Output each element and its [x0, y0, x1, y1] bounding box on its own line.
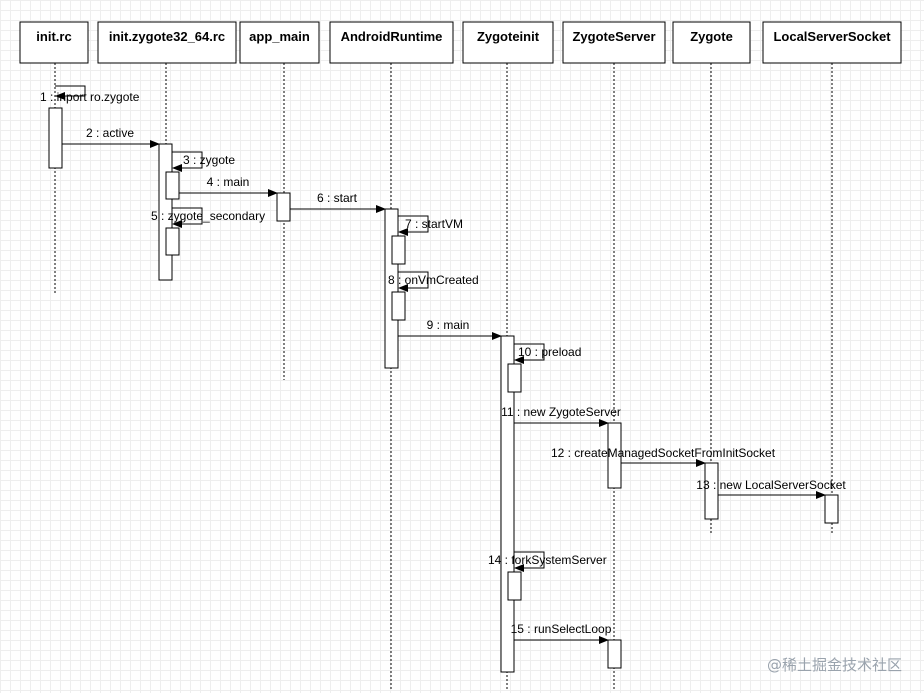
- participant-box-zygoteserver: [562, 21, 666, 64]
- message-label-6: 6 : start: [317, 191, 358, 205]
- activation-androidruntime-8: [391, 291, 406, 321]
- message-label-4: 4 : main: [207, 175, 250, 189]
- message-arrow-8: [398, 271, 429, 292]
- activation-zygoteserver-13: [607, 639, 622, 669]
- activation-localserversocket-15: [824, 494, 839, 524]
- message-label-10: 10 : preload: [518, 345, 581, 359]
- message-13: 13 : new LocalServerSocket: [696, 478, 846, 499]
- participant-label-zygoteserver: ZygoteServer: [572, 29, 655, 44]
- message-9: 9 : main: [398, 318, 502, 340]
- participant-label-app-main: app_main: [249, 29, 310, 44]
- activation-init-zygote32-64-rc-3: [165, 171, 180, 200]
- message-label-15: 15 : runSelectLoop: [511, 622, 612, 636]
- participant-label-androidruntime: AndroidRuntime: [341, 29, 443, 44]
- activation-zygote-14: [704, 462, 719, 520]
- participant-box-init-zygote32-64-rc: [97, 21, 237, 64]
- activation-app-main-5: [276, 192, 291, 222]
- message-4: 4 : main: [179, 175, 278, 197]
- message-label-9: 9 : main: [427, 318, 470, 332]
- message-14: 14 : forkSystemServer: [488, 551, 607, 572]
- message-label-5: 5 : zygote_secondary: [151, 209, 265, 223]
- message-3: 3 : zygote: [172, 151, 235, 172]
- message-label-12: 12 : createManagedSocketFromInitSocket: [551, 446, 776, 460]
- message-label-13: 13 : new LocalServerSocket: [696, 478, 846, 492]
- message-7: 7 : startVM: [398, 215, 463, 236]
- message-10: 10 : preload: [514, 343, 581, 364]
- participant-box-zygoteinit: [462, 21, 554, 64]
- participant-label-init-zygote32-64-rc: init.zygote32_64.rc: [109, 29, 225, 44]
- activation-androidruntime-7: [391, 235, 406, 265]
- message-1: 1 : inport ro.zygote: [40, 85, 140, 104]
- activation-zygoteinit-11: [507, 571, 522, 601]
- message-label-7: 7 : startVM: [405, 217, 463, 231]
- message-arrow-3: [172, 151, 203, 172]
- message-label-3: 3 : zygote: [183, 153, 235, 167]
- message-5: 5 : zygote_secondary: [151, 207, 265, 228]
- message-label-8: 8 : onVmCreated: [388, 273, 479, 287]
- watermark-text: @稀土掘金技术社区: [766, 656, 902, 674]
- activation-zygoteinit-10: [507, 363, 522, 393]
- participant-label-zygoteinit: Zygoteinit: [477, 29, 540, 44]
- participant-box-init-rc: [19, 21, 89, 64]
- message-arrow-7: [398, 215, 429, 236]
- message-arrow-10: [514, 343, 545, 364]
- participant-label-localserversocket: LocalServerSocket: [773, 29, 891, 44]
- participant-box-localserversocket: [762, 21, 902, 64]
- message-label-2: 2 : active: [86, 126, 134, 140]
- message-11: 11 : new ZygoteServer: [501, 405, 621, 427]
- message-arrow-1: [55, 85, 86, 100]
- message-12: 12 : createManagedSocketFromInitSocket: [551, 446, 776, 467]
- message-arrow-5: [172, 207, 203, 228]
- activation-init-zygote32-64-rc-4: [165, 227, 180, 256]
- activation-androidruntime-6: [384, 208, 399, 369]
- message-15: 15 : runSelectLoop: [511, 622, 612, 644]
- participant-box-zygote: [672, 21, 751, 64]
- message-arrow-14: [514, 551, 545, 572]
- participant-box-androidruntime: [329, 21, 454, 64]
- message-6: 6 : start: [290, 191, 386, 213]
- participant-label-zygote: Zygote: [690, 29, 733, 44]
- activation-zygoteserver-12: [607, 422, 622, 489]
- participant-box-app-main: [239, 21, 320, 64]
- message-label-11: 11 : new ZygoteServer: [501, 405, 621, 419]
- message-label-14: 14 : forkSystemServer: [488, 553, 607, 567]
- message-8: 8 : onVmCreated: [388, 271, 479, 292]
- message-2: 2 : active: [62, 126, 160, 148]
- participant-label-init-rc: init.rc: [36, 29, 71, 44]
- activation-init-rc-1: [48, 107, 63, 169]
- message-label-1: 1 : inport ro.zygote: [40, 90, 140, 104]
